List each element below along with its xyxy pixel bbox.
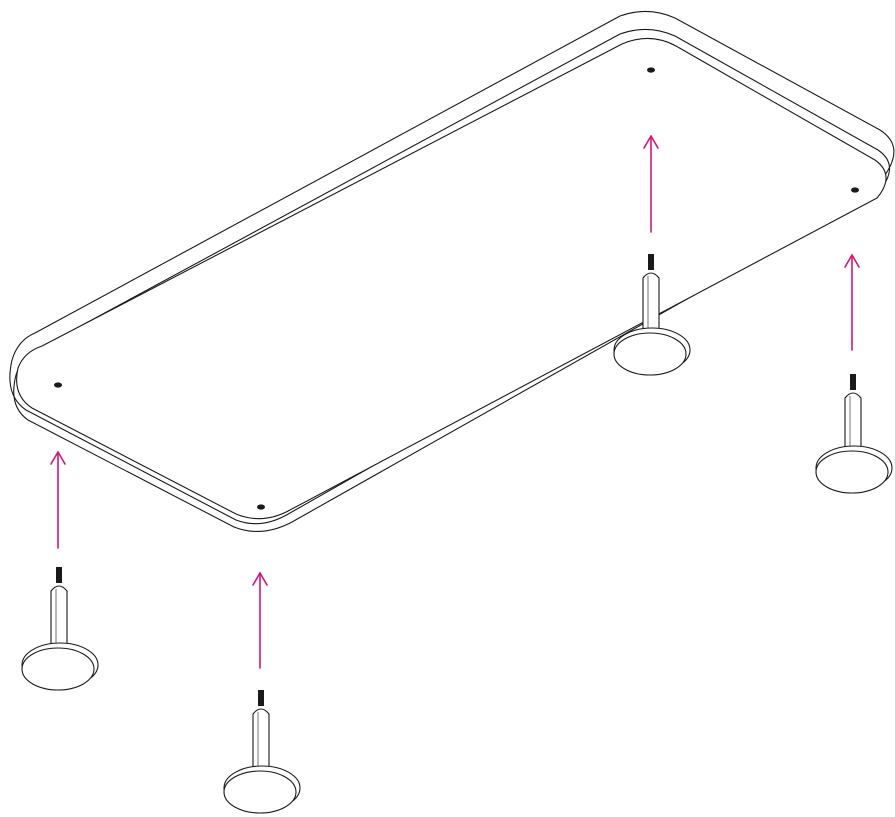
mounting-hole-left — [54, 382, 62, 388]
arrow-up-icon — [50, 451, 66, 549]
arrow-up-icon — [252, 572, 268, 669]
panel-board — [9, 10, 895, 533]
leveling-foot-icon — [815, 374, 893, 494]
panel-top-face — [16, 37, 887, 520]
mounting-hole-right — [851, 187, 859, 193]
leveling-foot-icon — [21, 567, 99, 691]
foot-pad-base — [21, 647, 95, 691]
foot-shaft — [50, 585, 68, 654]
mounting-hole-back — [647, 67, 655, 73]
foot-pad-base — [815, 450, 889, 494]
foot-thread — [648, 254, 654, 270]
foot-shaft — [252, 708, 270, 777]
leveling-foot-icon — [613, 254, 691, 376]
mounting-hole-front — [257, 504, 265, 510]
foot-thread — [850, 374, 856, 390]
leveling-foot-icon — [223, 690, 301, 814]
foot-pad-base — [613, 332, 687, 376]
foot-thread — [258, 690, 264, 706]
foot-pad-base — [223, 770, 297, 814]
foot-thread — [56, 567, 62, 583]
arrow-up-icon — [844, 254, 860, 351]
arrow-up-icon — [643, 135, 659, 233]
